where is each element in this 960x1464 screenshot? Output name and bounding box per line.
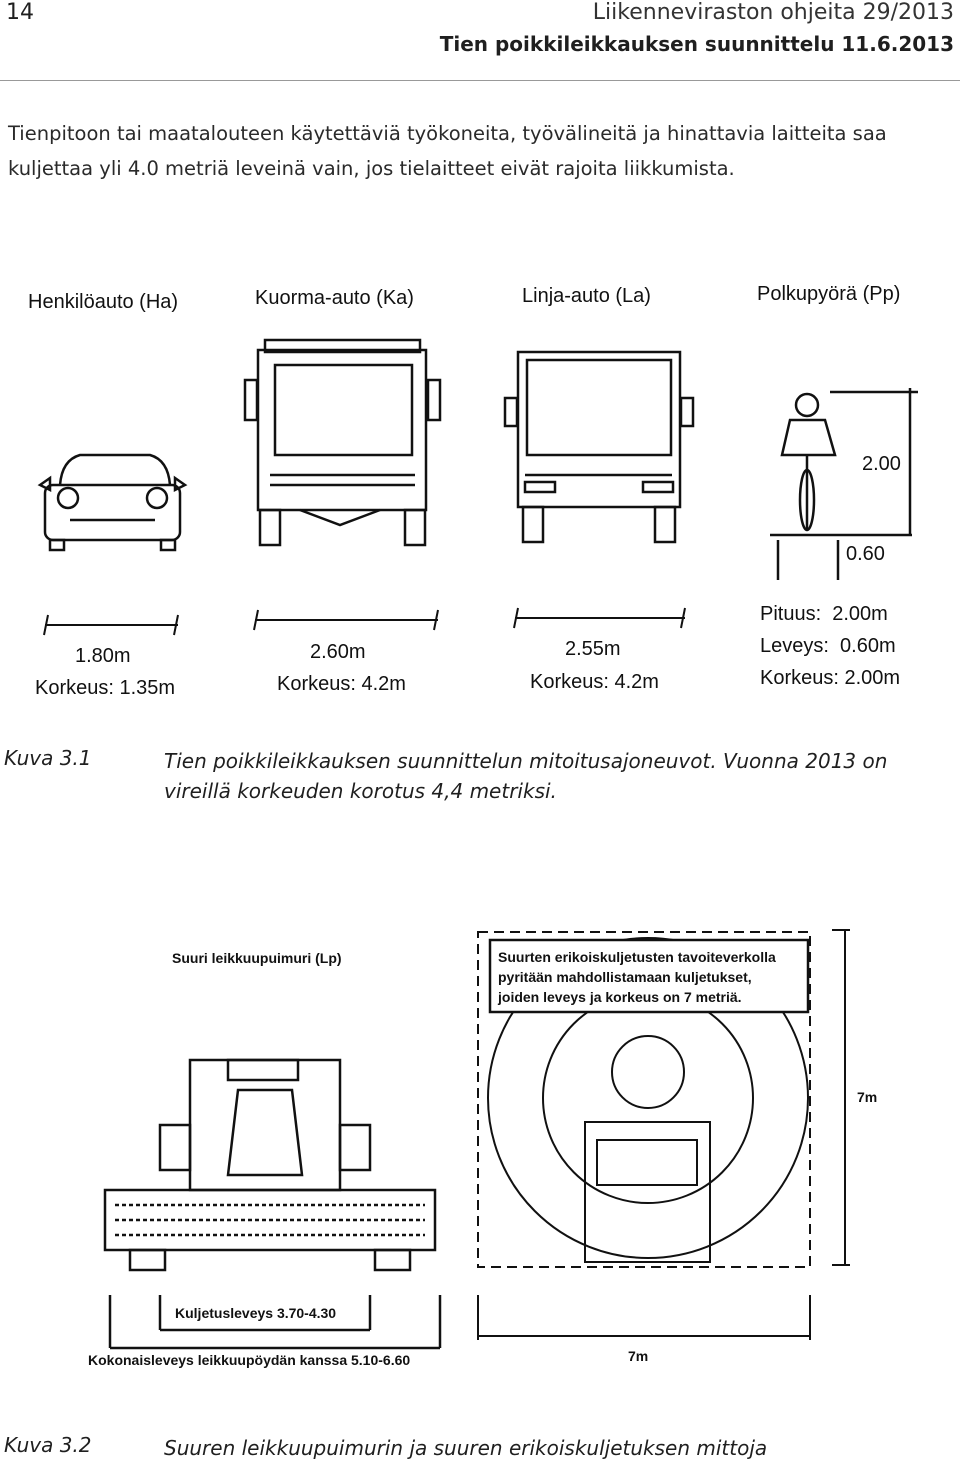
bicycle-length: Pituus: 2.00m — [760, 603, 888, 625]
car-width: 1.80m — [75, 645, 131, 667]
car-drawing — [37, 453, 188, 552]
header-rule — [0, 80, 960, 81]
transport-envelope — [477, 929, 850, 1340]
figure-design-vehicles: Henkilöauto (Ha) Kuorma-auto (Ka) Linja-… — [28, 283, 918, 699]
transport-note-line-1: Suurten erikoiskuljetusten tavoiteverkol… — [498, 949, 776, 965]
bus-width: 2.55m — [565, 638, 621, 660]
truck-height: Korkeus: 4.2m — [277, 673, 406, 695]
figure-harvester-transport: Suuri leikkuupuimuri (Lp) Suurten erikoi… — [88, 929, 877, 1368]
bus-height: Korkeus: 4.2m — [530, 671, 659, 693]
transport-width-label: 7m — [628, 1348, 648, 1364]
harvester-transport-width: Kuljetusleveys 3.70-4.30 — [175, 1305, 336, 1321]
transport-note-line-3: joiden leveys ja korkeus on 7 metriä. — [497, 989, 742, 1005]
bicycle-drawing — [770, 388, 918, 580]
transport-note-box — [488, 938, 810, 1014]
harvester-total-width: Kokonaisleveys leikkuupöydän kanssa 5.10… — [88, 1352, 410, 1368]
figure-3-2-caption: Suuren leikkuupuimurin ja suuren erikois… — [164, 1436, 768, 1460]
transport-height-label: 7m — [857, 1089, 877, 1105]
figure-3-2-label: Kuva 3.2 — [4, 1433, 92, 1457]
document-title: Tien poikkileikkauksen suunnittelu 11.6.… — [439, 32, 954, 56]
transport-note-line-2: pyritään mahdollistamaan kuljetukset, — [498, 969, 752, 985]
figure-3-1-label: Kuva 3.1 — [4, 746, 92, 770]
figure-3-1-caption: Tien poikkileikkauksen suunnittelun mito… — [164, 749, 888, 803]
vehicle-title-car: Henkilöauto (Ha) — [28, 291, 178, 313]
bicycle-width: Leveys: 0.60m — [760, 635, 896, 657]
bicycle-height-dim: 2.00 — [862, 453, 901, 475]
vehicle-title-bus: Linja-auto (La) — [522, 285, 651, 307]
harvester-title: Suuri leikkuupuimuri (Lp) — [172, 950, 342, 966]
truck-drawing — [243, 338, 442, 547]
bicycle-width-dim: 0.60 — [846, 543, 885, 565]
width-dimension-lines — [43, 607, 686, 636]
bicycle-height: Korkeus: 2.00m — [760, 667, 900, 689]
harvester-drawing — [103, 1058, 442, 1350]
body-paragraph: Tienpitoon tai maatalouteen käytettäviä … — [8, 122, 887, 180]
series-title: Liikenneviraston ohjeita 29/2013 — [592, 0, 954, 25]
truck-width: 2.60m — [310, 641, 366, 663]
vehicle-title-truck: Kuorma-auto (Ka) — [255, 287, 414, 309]
page-number: 14 — [6, 0, 34, 25]
car-height: Korkeus: 1.35m — [35, 677, 175, 699]
bus-drawing — [503, 350, 695, 544]
vehicle-title-bicycle: Polkupyörä (Pp) — [757, 283, 900, 305]
